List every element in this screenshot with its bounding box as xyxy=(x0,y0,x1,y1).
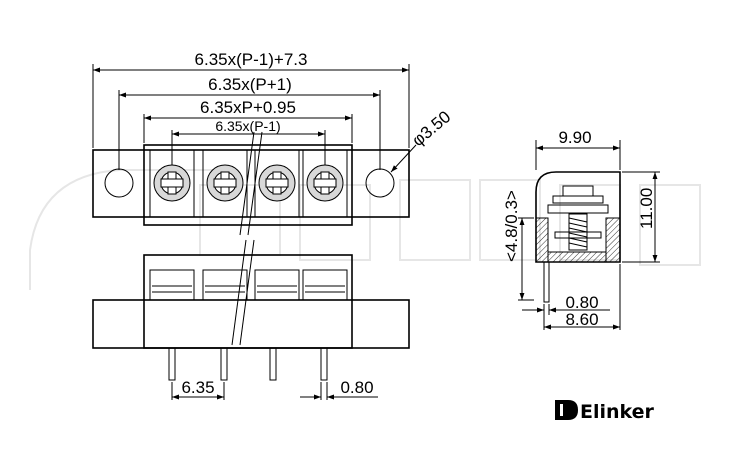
pitch-label: 6.35 xyxy=(181,378,214,397)
watermark xyxy=(29,169,701,290)
screw-positions xyxy=(149,149,348,218)
body-width-label: 6.35xP+0.95 xyxy=(200,98,296,117)
overall-width-label: 6.35x(P-1)+7.3 xyxy=(195,50,308,69)
elinker-logo-icon xyxy=(555,400,578,420)
side-pin-width-label: 0.80 xyxy=(565,293,598,312)
side-depth-label: 8.60 xyxy=(565,310,598,329)
screw-icon xyxy=(258,164,296,202)
side-inner-label: <4.8/0.3> xyxy=(502,190,521,262)
screw-icon xyxy=(306,164,344,202)
hole-diameter-label: φ3.50 xyxy=(408,107,454,150)
screw-icon xyxy=(153,164,191,202)
side-view xyxy=(535,171,621,303)
brand-logo: Elinker xyxy=(555,400,655,423)
side-width-label: 9.90 xyxy=(558,128,591,147)
outer-hole-label: 6.35x(P+1) xyxy=(208,75,292,94)
front-top-view xyxy=(92,131,410,236)
front-bottom-view xyxy=(92,239,410,381)
side-height-label: 11.00 xyxy=(637,188,656,229)
pitch-span-label: 6.35x(P-1) xyxy=(215,118,280,134)
side-dimensions: 9.90 11.00 <4.8/0.3> 0.80 8.60 xyxy=(502,128,660,330)
screw-icon xyxy=(206,164,244,202)
brand-name: Elinker xyxy=(580,401,655,423)
pin-width-label: 0.80 xyxy=(340,378,373,397)
